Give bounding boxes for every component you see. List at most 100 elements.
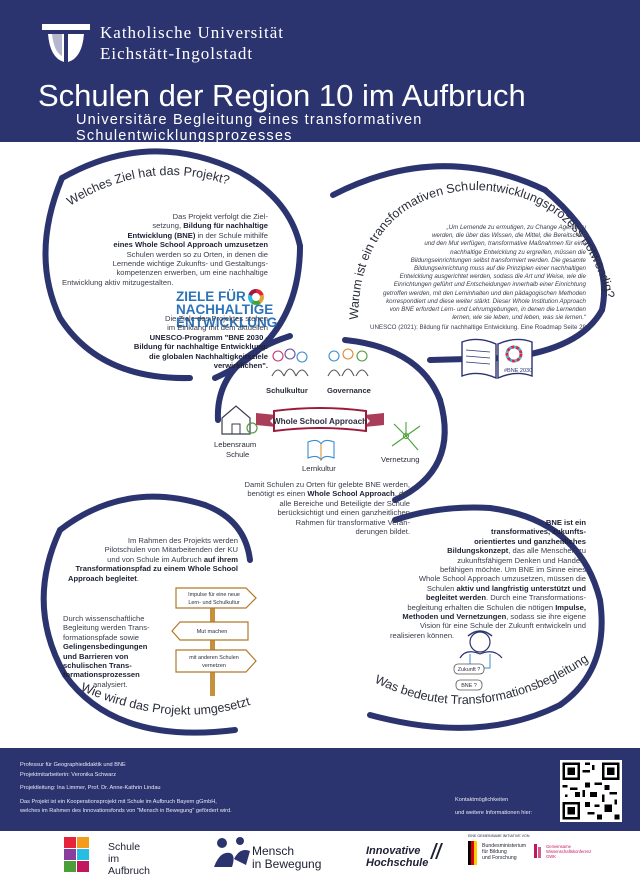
meaning-bold: BNE ist ein	[545, 518, 586, 527]
question-goal: Welches Ziel hat das Projekt?	[64, 164, 231, 208]
label-vernetzung: Vernetzung	[381, 455, 420, 464]
unesco-bold: die globalen Nachhaltigkeitsziele	[148, 351, 268, 361]
goal-paragraph: Das Projekt verfolgt die Ziel- setzung, …	[62, 212, 268, 287]
meaning-line: , sodass sie ihre eigene	[506, 612, 586, 622]
goal-bold: Entwicklung (BNE)	[127, 230, 196, 240]
gwk-line: Wissenschaftskonferenz	[546, 849, 592, 854]
goal-line: Entwicklung aktiv mitzugestalten.	[62, 277, 174, 287]
wsa-line: derungen bildet.	[355, 527, 410, 537]
goal-line: in der Schule mithilfe	[197, 230, 269, 240]
sign2-text: Mut machen	[197, 629, 228, 635]
quote-line: Bildungseinrichtung muss auf die Prinzip…	[414, 265, 586, 273]
footer-info: und weitere Informationen hier:	[455, 810, 533, 816]
mib-line: Mensch	[252, 844, 295, 858]
quote-line: von BNE erfordert Lern- und Lehrumgebung…	[389, 306, 586, 314]
research-bold: und Barrieren von	[63, 651, 129, 661]
meaning-bold: begleitet werden	[426, 593, 486, 603]
label-schule: Schule	[226, 450, 250, 459]
footer-professur: Professur für Geographiedidaktik und BNE	[20, 762, 126, 768]
wsa-line: , der	[394, 489, 410, 499]
meaning-bold: Impulse,	[555, 602, 586, 612]
sdg-line: NACHHALTIGE	[176, 302, 274, 317]
page-title: Schulen der Region 10 im Aufbruch	[38, 78, 526, 113]
method-line: Pilotschulen von Mitarbeitenden der KU	[104, 545, 238, 555]
university-line1: Katholische Universität	[100, 23, 284, 42]
sdg-line: ZIELE FÜR	[176, 289, 246, 304]
learning-icon	[307, 439, 335, 462]
unesco-line: Die Ziele des Projektes stehen	[165, 314, 268, 323]
bubble-zukunft: Zukunft ?	[458, 667, 480, 673]
unesco-bold: UNESCO-Programm "BNE 2030 -	[149, 332, 268, 342]
unesco-line: im Einklang mit dem aktuellen	[167, 323, 268, 333]
bmbf-line: und Forschung	[482, 855, 517, 861]
wsa-bold: Whole School Approach	[307, 489, 395, 499]
wsa-description: Damit Schulen zu Orten für gelebte BNE w…	[228, 480, 410, 536]
book-icon: #BNE 2030	[461, 338, 533, 380]
university-name: Katholische Universität Eichstätt-Ingols…	[100, 22, 284, 64]
goal-line: Lernende wichtige Zukunfts- und Gestaltu…	[112, 259, 268, 269]
meaning-bold: transformatives, zukunfts-	[491, 527, 586, 537]
quote-line: Entwicklung ausgerichtet werden, sodass …	[399, 273, 586, 281]
meaning-bold: orientiertes und ganzheitliches	[474, 536, 586, 546]
meaning-line: . Durch eine Transformations-	[485, 593, 586, 603]
footer-kontakt: Kontaktmöglichkeiten	[455, 797, 509, 803]
label-schulkultur: Schulkultur	[266, 386, 308, 395]
federal-eagle-icon	[468, 841, 477, 865]
research-line: Begleitung werden Trans-	[63, 623, 150, 633]
research-line: analysiert.	[93, 679, 128, 689]
bmbf-line: für Bildung	[482, 849, 507, 855]
wsa-line: alle Bereiche und Beteiligte der Schule	[279, 498, 410, 508]
gwk-text: Gemeinsame Wissenschaftskonferenz GWK	[546, 844, 591, 859]
quote-line: nachhaltige Entwicklung zu ergreifen, mü…	[450, 248, 586, 256]
bubble-bne: BNE ?	[461, 683, 477, 689]
gwk-line: GWK	[546, 854, 557, 859]
whole-school-banner: Whole School Approach	[256, 407, 384, 433]
ih-line: Innovative	[366, 845, 421, 857]
sign1-line2: Lern- und Schulkultur	[188, 600, 239, 606]
unesco-bold: verwirklichen".	[213, 361, 268, 371]
goal-line: Schulen werden so zu Orten, in denen die	[126, 249, 268, 259]
research-line: Durch wissenschaftliche	[63, 614, 145, 623]
sdg-line: ENTWICKLUNG	[176, 315, 278, 330]
goal-line: Das Projekt verfolgt die Ziel-	[172, 212, 268, 221]
university-logo-icon	[42, 24, 90, 62]
quote-line: werden, die über das Wissen, die Mittel,…	[431, 232, 586, 240]
meaning-bold: Methoden und Vernetzungen	[402, 612, 507, 622]
goal-line: setzung,	[152, 221, 182, 231]
banner-text: Whole School Approach	[273, 417, 367, 426]
meaning-line: Whole School Approach umzusetzen, müssen…	[418, 574, 586, 584]
label-lernkultur: Lernkultur	[302, 464, 336, 473]
meaning-line: begleitung erhalten die Schulen die nöti…	[407, 602, 554, 612]
house-icon	[221, 405, 258, 435]
innovative-hochschule-logo: Innovative Hochschule	[366, 845, 428, 869]
meaning-line: befähigen möchte. Um BNE im Sinne eines	[439, 565, 586, 575]
sponsor-bar: Schule im Aufbruch Mensch in Bewegung In…	[0, 831, 640, 886]
gwk-line: Gemeinsame	[546, 844, 571, 849]
university-line2: Eichstätt-Ingolstadt	[100, 44, 254, 63]
method-line: Im Rahmen des Projekts werden	[127, 536, 238, 545]
ih-line: Hochschule	[366, 857, 429, 869]
method-bold: Approach begleitet	[68, 573, 137, 583]
bmbf-line: Bundesministerium	[482, 843, 527, 849]
method-line: .	[136, 573, 139, 583]
sia-line: Schule	[108, 841, 141, 853]
quote-line: getroffen werden, mit den Lerninhalten u…	[383, 289, 586, 297]
research-bold: schulischen Trans-	[63, 661, 132, 671]
unesco-paragraph: Die Ziele des Projektes stehen im Einkla…	[62, 314, 268, 370]
research-line: formationspfade sowie	[63, 632, 139, 642]
wsa-line: Rahmen für transformative Verän-	[295, 517, 410, 527]
quote-source: UNESCO (2021): Bildung für nachhaltige E…	[370, 324, 586, 332]
research-bold: Gelingensbedingungen	[63, 642, 148, 652]
qr-code-icon[interactable]	[560, 760, 622, 822]
book-label: #BNE 2030	[504, 368, 532, 374]
meaning-line: , das alle Menschen zu	[508, 546, 586, 556]
sign3-line2: vernetzen	[202, 663, 226, 669]
footer-leitung: Projektleitung: Ina Limmer, Prof. Dr. An…	[20, 785, 161, 791]
method-bold: auf ihrem	[203, 554, 238, 564]
meaning-bold: Bildungskonzept	[447, 546, 509, 556]
goal-bold: eines Whole School Approach umzusetzen	[113, 240, 268, 250]
bmbf-text: Bundesministerium für Bildung und Forsch…	[482, 843, 526, 861]
quote-line: „Um Lernende zu ermutigen, zu Change Age…	[446, 224, 586, 231]
schule-im-aufbruch-logo-icon	[64, 837, 89, 872]
mib-text: Mensch in Bewegung	[252, 845, 321, 871]
